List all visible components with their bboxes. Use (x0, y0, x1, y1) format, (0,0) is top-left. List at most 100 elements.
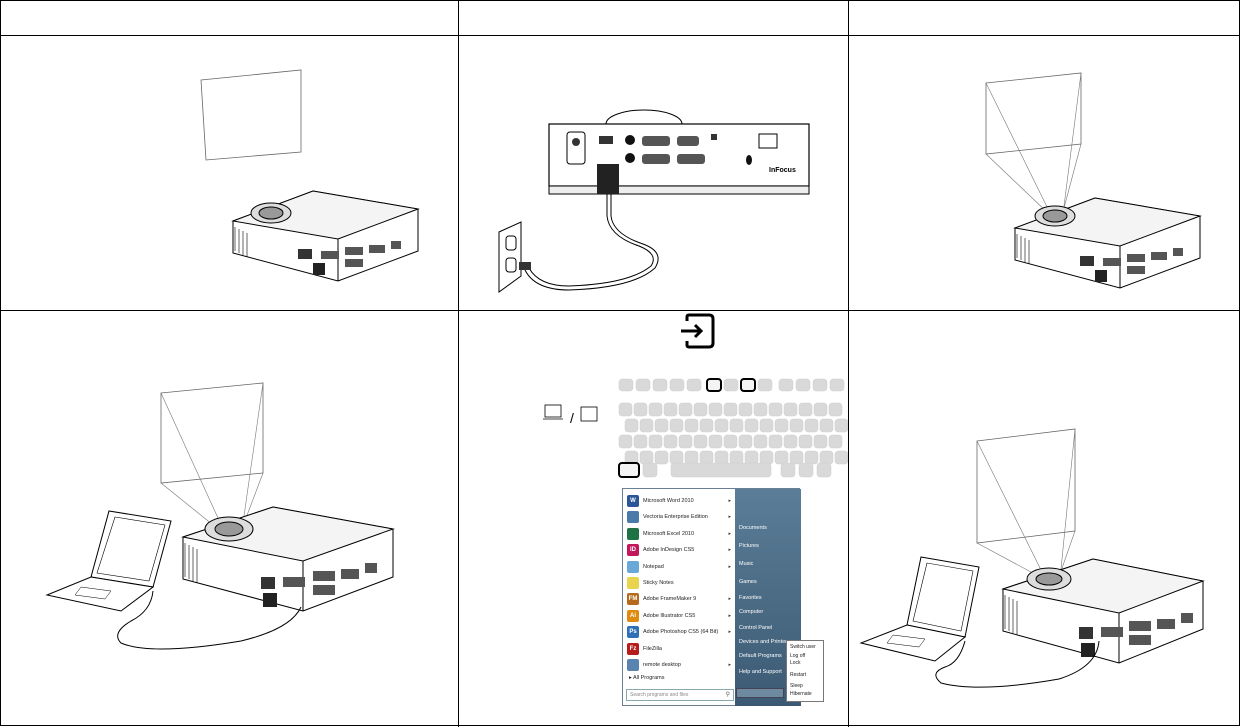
start-menu-program[interactable]: Notepad▸ (625, 559, 735, 575)
keyboard-key (648, 402, 663, 417)
toggle-slash: / (570, 410, 574, 426)
power-cord (524, 194, 659, 291)
program-label: remote desktop (643, 662, 681, 668)
submenu-arrow-icon: ▸ (728, 498, 731, 504)
keyboard-key (759, 418, 774, 433)
keyboard-key (684, 450, 699, 465)
program-icon: Fz (627, 642, 639, 655)
step-3-power-on (849, 36, 1240, 310)
keyboard-key (669, 418, 684, 433)
submenu-arrow-icon: ▸ (728, 514, 731, 521)
highlighted-key (740, 378, 756, 392)
start-menu-place[interactable]: Default Programs (739, 653, 782, 659)
program-icon: Ps (627, 626, 639, 639)
all-programs-label: All Programs (633, 675, 665, 681)
start-menu-place[interactable]: Help and Support (739, 669, 782, 675)
keyboard-key (723, 434, 738, 449)
start-menu-program[interactable]: Microsoft Excel 2010▸ (625, 526, 735, 542)
start-menu-place[interactable]: Documents (739, 525, 767, 531)
shutdown-option[interactable]: Lock (790, 660, 801, 666)
start-menu-program[interactable]: remote desktop▸ (625, 657, 735, 673)
start-menu-place[interactable]: Control Panel (739, 625, 773, 631)
keyboard-key (774, 418, 789, 433)
keyboard-key (783, 402, 798, 417)
keyboard-key (618, 402, 633, 417)
keyboard-key (774, 450, 789, 465)
keyboard-key (670, 462, 772, 478)
all-programs-link[interactable]: ▸ All Programs (629, 675, 664, 681)
search-input[interactable]: Search programs and files ⚲ (626, 689, 734, 701)
keyboard-key (798, 402, 813, 417)
start-menu-program[interactable]: W Microsoft Word 2010 ▸ (625, 493, 735, 509)
keyboard-key (618, 378, 634, 392)
keyboard-key (795, 378, 811, 392)
program-icon (627, 527, 639, 540)
step-4-connect-computer (1, 311, 458, 727)
start-menu-place[interactable]: Favorites (739, 595, 762, 601)
keyboard-key (639, 418, 654, 433)
projection-screen-icon (200, 69, 302, 161)
keyboard-key (669, 378, 685, 392)
start-menu-place[interactable]: Music (739, 561, 754, 567)
shutdown-option[interactable]: Restart (790, 672, 807, 678)
step-6-illustration (859, 428, 1205, 688)
laptop-icon (45, 510, 172, 612)
keyboard-key (663, 402, 678, 417)
step-2-power: InFocus (459, 36, 848, 310)
submenu-arrow-icon: ▸ (728, 612, 731, 619)
keyboard-key (654, 450, 669, 465)
projection-screen-icon (976, 428, 1076, 544)
shutdown-option[interactable]: Log off (790, 653, 806, 659)
keyboard-key (729, 418, 744, 433)
start-menu-place[interactable]: Computer (739, 609, 764, 615)
program-icon: Ai (627, 609, 639, 622)
submenu-arrow-icon: ▸ (728, 629, 731, 636)
vga-cable (935, 640, 1100, 688)
keyboard-key (816, 462, 832, 478)
keyboard-key (708, 434, 723, 449)
keyboard-key (812, 378, 828, 392)
keyboard-key (639, 450, 654, 465)
keyboard-icon (618, 378, 848, 478)
program-label: Microsoft Word 2010 (643, 498, 694, 504)
start-menu-place[interactable]: Games (739, 579, 757, 585)
shutdown-option[interactable]: Switch user (790, 644, 816, 650)
step-5-illustration: / (543, 313, 848, 478)
keyboard-key (693, 434, 708, 449)
keyboard-key (804, 418, 819, 433)
program-icon: FM (627, 593, 639, 606)
keyboard-key (678, 402, 693, 417)
program-label: Adobe InDesign CS5 (643, 547, 695, 554)
keyboard-key (753, 402, 768, 417)
highlighted-key (618, 462, 640, 478)
keyboard-key (678, 434, 693, 449)
shutdown-option[interactable]: Hibernate (790, 691, 812, 697)
start-menu-program[interactable]: Vectoria Enterprise Edition ▸ (625, 509, 735, 525)
keyboard-key (813, 402, 828, 417)
shutdown-button[interactable] (736, 688, 784, 698)
step-2-illustration: InFocus (498, 109, 810, 293)
start-menu-program[interactable]: Sticky Notes (625, 575, 735, 591)
start-menu-place[interactable]: Pictures (739, 543, 759, 549)
submenu-arrow-icon: ▸ (728, 547, 731, 554)
program-icon (627, 511, 639, 524)
keyboard-key (753, 434, 768, 449)
keyboard-key (744, 418, 759, 433)
input-source-icon (681, 313, 715, 349)
shutdown-option[interactable]: Sleep (790, 683, 803, 689)
keyboard-key (768, 402, 783, 417)
keyboard-key (829, 378, 845, 392)
keyboard-key (652, 378, 668, 392)
program-label: Vectoria Enterprise Edition (643, 514, 708, 521)
keyboard-key (633, 434, 648, 449)
column-divider (458, 1, 459, 727)
program-icon: W (627, 495, 639, 507)
start-menu-place[interactable]: Devices and Printers (739, 639, 790, 645)
